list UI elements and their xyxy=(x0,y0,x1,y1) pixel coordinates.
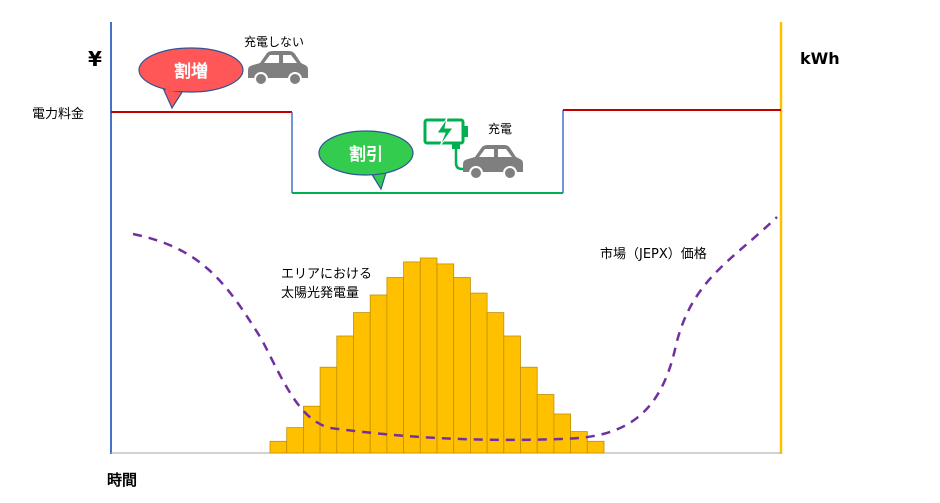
time-label: 時間 xyxy=(107,471,137,489)
yen-axis-label: ¥ xyxy=(88,47,102,71)
market-price-label: 市場（JEPX）価格 xyxy=(600,246,707,262)
charging-plug-icon xyxy=(452,143,472,171)
solar-bars xyxy=(269,257,605,454)
discount-text: 割引 xyxy=(349,144,383,165)
discount-bubble: 割引 xyxy=(318,130,414,191)
solar-bar xyxy=(386,277,404,454)
solar-bar xyxy=(469,292,488,454)
surcharge-bubble: 割増 xyxy=(138,47,244,110)
car-icon xyxy=(463,145,523,180)
solar-bar xyxy=(419,257,438,454)
market-price-curve xyxy=(132,216,778,442)
solar-bar xyxy=(319,366,338,454)
solar-label-line1: エリアにおける xyxy=(281,267,372,282)
solar-bar xyxy=(486,312,505,454)
price-label: 電力料金 xyxy=(32,106,84,122)
solar-bar xyxy=(369,294,388,454)
solar-bar xyxy=(570,431,588,454)
solar-bar xyxy=(553,413,572,454)
no-charge-label: 充電しない xyxy=(244,34,304,49)
tariff-line xyxy=(111,109,781,194)
battery-charging-icon xyxy=(423,117,468,147)
solar-bar xyxy=(269,440,288,454)
solar-bar xyxy=(586,440,605,454)
solar-bar xyxy=(286,427,304,454)
kwh-axis-label: kWh xyxy=(800,49,840,68)
car-icon xyxy=(248,51,308,86)
charge-label: 充電 xyxy=(488,121,512,136)
solar-bar xyxy=(503,335,521,454)
solar-bar xyxy=(336,335,354,454)
solar-bar xyxy=(403,261,421,454)
solar-bar xyxy=(436,263,455,454)
solar-bar xyxy=(536,394,555,454)
surcharge-text: 割増 xyxy=(174,61,208,82)
solar-bar xyxy=(453,277,471,454)
solar-label-line2: 太陽光発電量 xyxy=(281,286,359,301)
